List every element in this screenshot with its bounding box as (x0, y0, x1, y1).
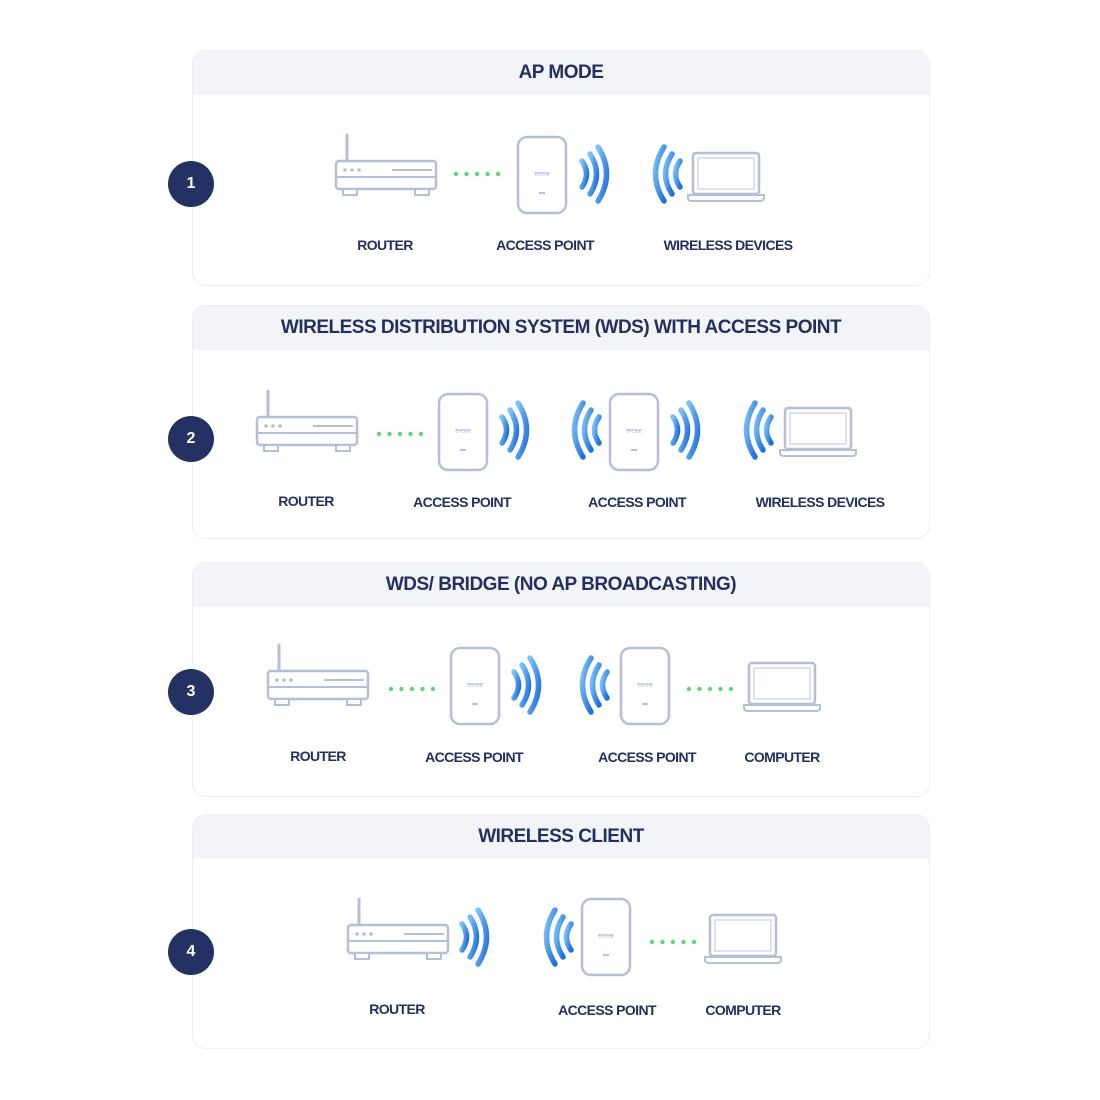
device-label: ROUTER (278, 493, 334, 509)
wifi-signal-icon (577, 655, 611, 715)
access-point-icon: D-Link (449, 646, 501, 726)
device-label: ACCESS POINT (425, 749, 523, 765)
mode-number-badge: 1 (168, 161, 214, 207)
access-point-icon: D-Link (619, 646, 671, 726)
device-label: ROUTER (357, 237, 413, 253)
wifi-signal-icon (650, 144, 684, 204)
wired-link-icon (686, 686, 734, 692)
ap-brand-text: D-Link (456, 429, 471, 435)
wired-link-icon (453, 171, 501, 177)
router-icon (266, 643, 370, 707)
laptop-icon (742, 661, 822, 713)
access-point-icon: D-Link (437, 392, 489, 472)
ap-brand-text: D-Link (535, 172, 550, 178)
mode-title: AP MODE (193, 51, 929, 95)
device-label: ACCESS POINT (558, 1002, 656, 1018)
device-label: COMPUTER (705, 1002, 781, 1018)
wifi-signal-icon (458, 907, 492, 967)
router-icon (334, 133, 438, 197)
wifi-signal-icon (569, 400, 603, 460)
wifi-signal-icon (578, 144, 612, 204)
router-icon (255, 389, 359, 453)
mode-title: WIRELESS DISTRIBUTION SYSTEM (WDS) WITH … (193, 306, 929, 350)
laptop-icon (686, 151, 766, 203)
laptop-icon (778, 406, 858, 458)
device-label: WIRELESS DEVICES (755, 494, 885, 510)
access-point-icon: D-Link (516, 135, 568, 215)
device-label: ACCESS POINT (413, 494, 511, 510)
router-icon (346, 897, 450, 961)
wired-link-icon (649, 939, 697, 945)
wifi-signal-icon (498, 400, 532, 460)
wifi-signal-icon (541, 907, 575, 967)
mode-number-badge: 4 (168, 929, 214, 975)
device-label: WIRELESS DEVICES (663, 237, 793, 253)
wired-link-icon (376, 431, 424, 437)
mode-title: WIRELESS CLIENT (193, 815, 929, 859)
ap-brand-text: D-Link (638, 683, 653, 689)
device-label: ACCESS POINT (588, 494, 686, 510)
mode-panel-ap-mode: AP MODE (192, 50, 930, 286)
device-label: ROUTER (290, 748, 346, 764)
device-label: ACCESS POINT (598, 749, 696, 765)
access-point-icon: D-Link (608, 392, 660, 472)
device-label: COMPUTER (744, 749, 820, 765)
wifi-signal-icon (510, 655, 544, 715)
wifi-signal-icon (669, 400, 703, 460)
mode-title: WDS/ BRIDGE (NO AP BROADCASTING) (193, 563, 929, 607)
access-point-icon: D-Link (580, 897, 632, 977)
ap-brand-text: D-Link (599, 934, 614, 940)
device-label: ACCESS POINT (496, 237, 594, 253)
wired-link-icon (388, 686, 436, 692)
ap-brand-text: D-Link (468, 683, 483, 689)
wifi-signal-icon (741, 400, 775, 460)
mode-number-badge: 2 (168, 416, 214, 462)
laptop-icon (703, 913, 783, 965)
ap-brand-text: D-Link (627, 429, 642, 435)
mode-number-badge: 3 (168, 669, 214, 715)
device-label: ROUTER (369, 1001, 425, 1017)
mode-panel-wireless-client: WIRELESS CLIENT (192, 814, 930, 1049)
